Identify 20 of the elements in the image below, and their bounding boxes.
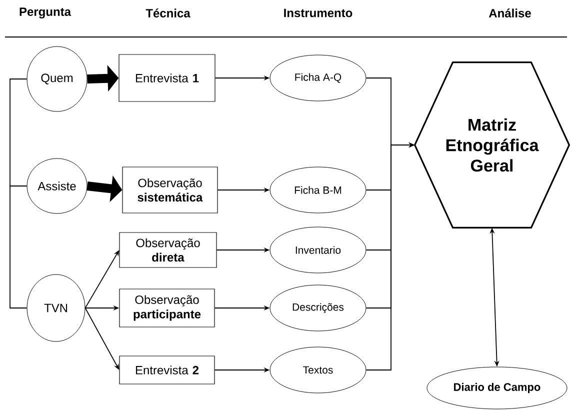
oval-node: Assiste xyxy=(26,158,88,214)
oval-node: Ficha B-M xyxy=(270,166,366,214)
oval-node: Diario de Campo xyxy=(426,366,568,410)
process-box: Entrevista 1 xyxy=(118,54,216,102)
column-header: Pergunta xyxy=(20,8,72,18)
bracket-line xyxy=(10,78,28,186)
oval-node: Descrições xyxy=(270,284,366,332)
oval-node: Quem xyxy=(26,46,88,112)
column-header: Análise xyxy=(488,8,531,18)
bracket-line xyxy=(10,186,28,308)
column-header: Técnica xyxy=(146,8,190,18)
column-header: Instrumento xyxy=(284,8,352,18)
oval-node: Ficha A-Q xyxy=(270,54,366,102)
oval-node: Textos xyxy=(270,346,366,394)
oval-node: Inventario xyxy=(270,226,366,274)
process-box: Observação participante xyxy=(119,288,215,328)
process-box: Observação direta xyxy=(119,232,217,268)
oval-node: TVN xyxy=(26,274,86,342)
process-box: Observação sistemática xyxy=(122,166,218,214)
process-box: Entrevista 2 xyxy=(119,356,215,384)
